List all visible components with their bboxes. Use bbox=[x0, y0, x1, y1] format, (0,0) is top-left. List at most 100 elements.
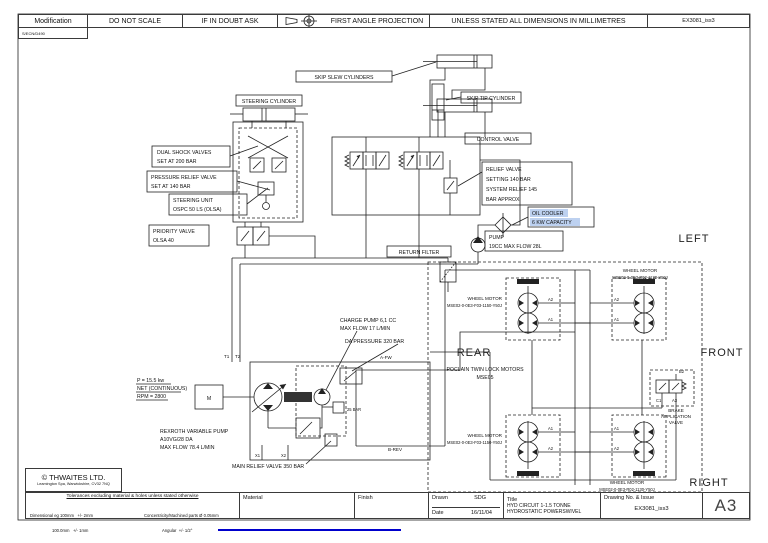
wheel-motor-rr-label: WHEEL MOTOR bbox=[610, 480, 645, 485]
wheel-motor-fl-code: MSE02-0-0E3-F03-1150-Y50J bbox=[447, 303, 502, 308]
title-cell: Title HYD CIRCUIT 1-1.5 TONNE HYDROSTATI… bbox=[503, 492, 601, 519]
wheel-motor-fr-code: MSE02-0-0E3-R02-1130-Y50J bbox=[612, 275, 667, 280]
finish-label: Finish bbox=[358, 495, 373, 501]
port-fl-a1: A1 bbox=[548, 317, 554, 322]
company-name: © THWAITES LTD. bbox=[41, 472, 106, 482]
tolerance-row-1: Dimensional eg 100mm +/- 2mm bbox=[30, 512, 93, 518]
tolerances-cell: Tolerances excluding material & holes un… bbox=[25, 492, 240, 533]
drawing-no-cell: Drawing No. & Issue EX3081_iss3 bbox=[600, 492, 703, 519]
drawing-no-value: EX3081_iss3 bbox=[634, 505, 669, 512]
tolerances-heading: Tolerances excluding material & holes un… bbox=[66, 494, 199, 499]
port-b2: B2 bbox=[679, 369, 685, 374]
company-address: Leamington Spa, Warwickshire, CV32 7NQ bbox=[37, 482, 110, 487]
material-label: Material bbox=[243, 495, 263, 501]
skip-slew-cylinders-label: SKIP SLEW CYLINDERS bbox=[314, 75, 374, 81]
port-x2: X2 bbox=[281, 453, 287, 458]
wheel-motor-rr-code: MSE02-0-0E3-R02-1130-Y50J bbox=[599, 487, 654, 492]
port-rr-a2: A2 bbox=[614, 446, 620, 451]
poclain-label: POCLAIN TWIN LOCK MOTORS bbox=[446, 367, 524, 373]
port-25bar: 25 BAR bbox=[347, 407, 361, 412]
da-pressure-label: DA PRESSURE 320 BAR bbox=[345, 339, 404, 345]
port-t2: T2 bbox=[235, 354, 241, 359]
oil-cooler-label: OIL COOLER bbox=[532, 211, 564, 217]
port-t1: T1 bbox=[224, 354, 230, 359]
drawing-title-line1: HYD CIRCUIT 1-1.5 TONNE bbox=[507, 502, 571, 509]
header-doc-ref: EX3081_iss3 bbox=[647, 14, 750, 28]
drawn-date-cell: Drawn SDG Date 16/11/04 bbox=[428, 492, 504, 519]
finish-cell: Finish bbox=[354, 492, 429, 519]
port-rr-a1: A1 bbox=[614, 426, 620, 431]
date-label: Date bbox=[432, 510, 444, 516]
relief-valve-label: RELIEF VALVE bbox=[486, 167, 522, 173]
date-value: 16/11/04 bbox=[470, 510, 492, 516]
wheel-motor-fr-label: WHEEL MOTOR bbox=[623, 268, 658, 273]
wheel-motor-fl-label: WHEEL MOTOR bbox=[468, 296, 503, 301]
orientation-right: RIGHT bbox=[689, 477, 728, 489]
return-filter-label: RETURN FILTER bbox=[399, 250, 440, 256]
header-projection: FIRST ANGLE PROJECTION bbox=[277, 14, 430, 28]
pump-label-2: 19CC MAX FLOW 28L bbox=[489, 244, 542, 250]
port-a3: A3 bbox=[672, 398, 678, 403]
relief-valve-label-2: SETTING 140 BAR bbox=[486, 177, 531, 183]
main-relief-label: MAIN RELIEF VALVE 350 BAR bbox=[232, 464, 304, 470]
sheet-size-cell: A3 bbox=[702, 492, 750, 519]
charge-pump-label-2: MAX FLOW 17 L/MIN bbox=[340, 326, 390, 332]
port-b-rev: B-REV bbox=[388, 447, 403, 452]
priority-valve-label-2: OLSA 40 bbox=[153, 238, 174, 244]
pressure-relief-label: PRESSURE RELIEF VALVE bbox=[151, 175, 217, 181]
port-x1: X1 bbox=[255, 453, 261, 458]
pipes-and-symbols bbox=[194, 54, 703, 493]
brake-valve-label-3: VALVE bbox=[669, 420, 683, 425]
engine-motor-symbol: M bbox=[207, 396, 211, 402]
control-valve-label: CONTROL VALVE bbox=[477, 137, 520, 143]
rexroth-pump-label-3: MAX FLOW 78.4 L/MIN bbox=[160, 445, 215, 451]
wheel-motor-rl-code: MSE02-0-0E3-F03-1150-Y50J bbox=[447, 440, 502, 445]
engine-net-label: NET (CONTINUOUS) bbox=[137, 386, 187, 392]
tolerance-row-2: 100.0mm +/- 1mm bbox=[52, 528, 89, 534]
port-fr-a2: A2 bbox=[614, 297, 620, 302]
company-box: © THWAITES LTD. Leamington Spa, Warwicks… bbox=[25, 468, 122, 492]
modification-label: Modification bbox=[34, 17, 72, 25]
port-fl-a2: A2 bbox=[548, 297, 554, 302]
pressure-relief-label-2: SET AT 140 BAR bbox=[151, 184, 191, 190]
port-a-fw: A-FW bbox=[380, 355, 392, 360]
mod-ref: S/ECN/D490 bbox=[22, 30, 45, 36]
sheet-size: A3 bbox=[714, 495, 738, 515]
wheel-motor-rl-label: WHEEL MOTOR bbox=[468, 433, 503, 438]
header-do-not-scale: DO NOT SCALE bbox=[87, 14, 183, 28]
tolerance-angular: Angular +/- 1/2° bbox=[162, 528, 193, 534]
relief-valve-label-3: SYSTEM RELIEF 145 bbox=[486, 187, 537, 193]
dimensions-note: UNLESS STATED ALL DIMENSIONS IN MILLIMET… bbox=[451, 17, 626, 25]
steering-cylinder-label: STEERING CYLINDER bbox=[242, 99, 296, 105]
relief-valve-label-4: BAR APPROX bbox=[486, 197, 520, 203]
schematic-text: STEERING CYLINDER SKIP SLEW CYLINDERS SK… bbox=[136, 75, 744, 492]
first-angle-projection-icon bbox=[285, 15, 317, 27]
rexroth-pump-label-2: A10VG/28 DA bbox=[160, 437, 193, 443]
orientation-left: LEFT bbox=[679, 233, 710, 245]
dual-shock-label-2: SET AT 200 BAR bbox=[157, 159, 197, 165]
port-fr-a1: A1 bbox=[614, 317, 620, 322]
modification-entry: S/ECN/D490 bbox=[18, 27, 88, 39]
skip-tip-cylinder-label: SKIP TIP CYLINDER bbox=[467, 96, 516, 102]
oil-cooler-label-2: 6 KW CAPACITY bbox=[532, 220, 572, 226]
doc-ref: EX3081_iss3 bbox=[682, 18, 715, 24]
header-dimensions: UNLESS STATED ALL DIMENSIONS IN MILLIMET… bbox=[429, 14, 648, 28]
brake-valve-label-2: APPLICATION bbox=[661, 414, 691, 419]
drawn-value: SDG bbox=[474, 495, 486, 501]
engine-power-label: P = 15.5 kw bbox=[137, 378, 164, 384]
do-not-scale-label: DO NOT SCALE bbox=[109, 17, 161, 25]
charge-pump-label: CHARGE PUMP 6,1 CC bbox=[340, 318, 396, 324]
title-label: Title bbox=[507, 496, 518, 503]
poclain-label-2: MSE05 bbox=[476, 375, 493, 381]
link-underline[interactable] bbox=[218, 529, 401, 531]
if-in-doubt-label: IF IN DOUBT ASK bbox=[201, 17, 259, 25]
port-rl-a2: A2 bbox=[548, 446, 554, 451]
header-modification: Modification bbox=[18, 14, 88, 28]
port-c1: C1 bbox=[656, 398, 662, 403]
drawing-title-line2: HYDROSTATIC POWERSWIVEL bbox=[507, 508, 582, 515]
header-if-in-doubt: IF IN DOUBT ASK bbox=[182, 14, 278, 28]
orientation-front: FRONT bbox=[701, 347, 744, 359]
projection-label: FIRST ANGLE PROJECTION bbox=[330, 17, 424, 25]
